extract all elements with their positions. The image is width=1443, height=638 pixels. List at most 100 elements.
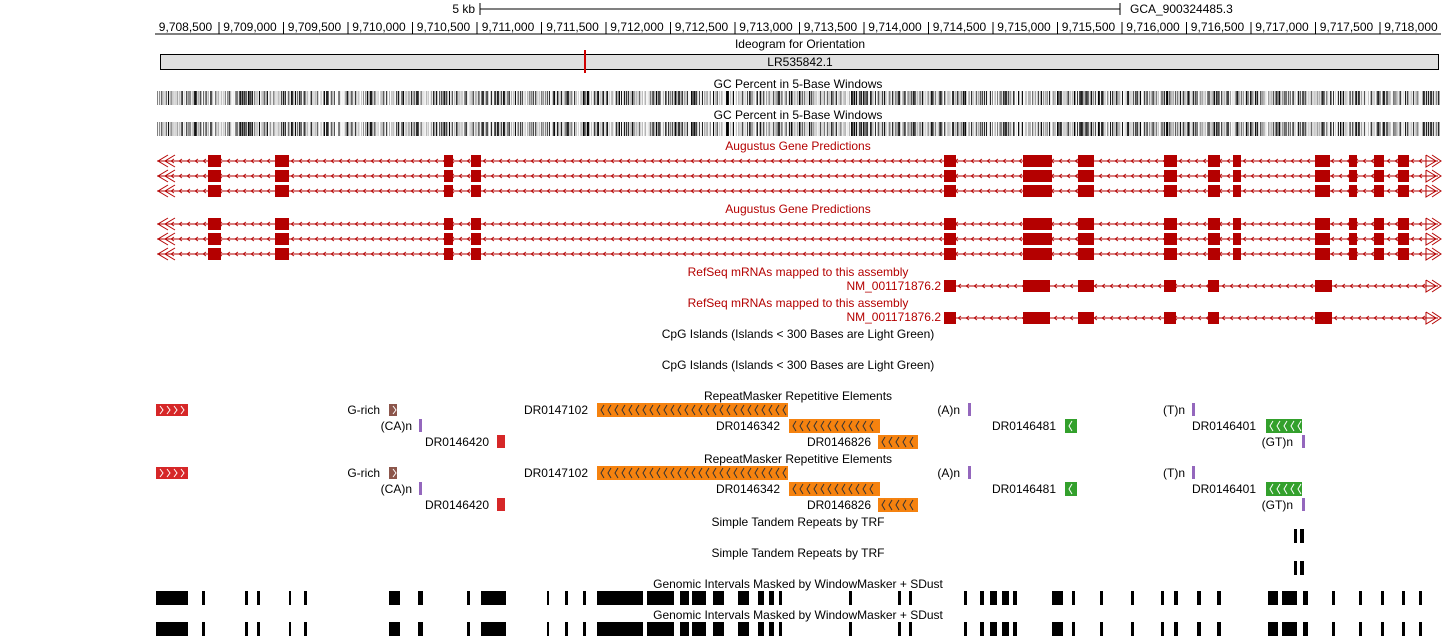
gc-bar bbox=[378, 91, 379, 105]
gc-bar bbox=[1183, 122, 1184, 136]
gc-bar bbox=[1330, 122, 1331, 136]
masked-interval bbox=[1174, 591, 1178, 605]
gc-bar bbox=[971, 122, 972, 136]
repeat-label[interactable]: DR0146401 bbox=[1191, 482, 1256, 496]
gc-bar bbox=[283, 91, 284, 105]
repeat-label[interactable]: DR0147102 bbox=[523, 403, 588, 417]
gc-bar bbox=[490, 122, 491, 136]
gc-bar bbox=[1396, 122, 1397, 136]
strand-arrow bbox=[194, 251, 199, 257]
repeat-label[interactable]: DR0146342 bbox=[715, 482, 780, 496]
strand-arrow bbox=[1194, 173, 1199, 179]
repeat-label[interactable]: DR0146826 bbox=[806, 435, 871, 449]
exon bbox=[471, 155, 481, 167]
gc-bar bbox=[829, 122, 830, 136]
gc-bar bbox=[608, 91, 609, 105]
gc-bar bbox=[530, 122, 531, 136]
repeat-element bbox=[497, 435, 505, 448]
gc-bar bbox=[207, 91, 208, 105]
gc-bar bbox=[1077, 122, 1078, 136]
gc-bar bbox=[662, 122, 663, 136]
repeat-label[interactable]: (A)n bbox=[937, 403, 960, 417]
gc-bar bbox=[273, 91, 274, 105]
gc-bar bbox=[1386, 91, 1387, 105]
repeat-label[interactable]: G-rich bbox=[347, 466, 380, 480]
gc-bar bbox=[993, 91, 994, 105]
gc-bar bbox=[232, 91, 233, 105]
gc-bar bbox=[1179, 122, 1180, 136]
gc-bar bbox=[483, 122, 484, 136]
gc-bar bbox=[909, 122, 910, 136]
repeat-label[interactable]: (T)n bbox=[1163, 403, 1185, 417]
gc-bar bbox=[1092, 122, 1093, 136]
gc-bar bbox=[1148, 91, 1149, 105]
strand-arrow bbox=[546, 236, 551, 242]
repeat-label[interactable]: DR0146481 bbox=[991, 482, 1056, 496]
gc-bar bbox=[1105, 122, 1106, 136]
refseq-transcript-label[interactable]: NM_001171876.2 bbox=[846, 310, 941, 324]
repeat-label[interactable]: DR0146826 bbox=[806, 498, 871, 512]
gc-bar bbox=[1422, 91, 1423, 105]
gc-bar bbox=[530, 91, 531, 105]
gc-bar bbox=[1386, 122, 1387, 136]
repeat-label[interactable]: (GT)n bbox=[1261, 498, 1293, 512]
repeat-label[interactable]: DR0146481 bbox=[991, 419, 1056, 433]
exon bbox=[444, 185, 453, 197]
repeat-label[interactable]: (CA)n bbox=[380, 482, 412, 496]
gc-bar bbox=[1161, 122, 1162, 136]
strand-arrow bbox=[858, 251, 863, 257]
gc-bar bbox=[1356, 91, 1357, 105]
strand-arrow bbox=[978, 236, 983, 242]
repeat-label[interactable]: (T)n bbox=[1163, 466, 1185, 480]
gc-bar bbox=[1054, 122, 1055, 136]
strand-arrow bbox=[1397, 315, 1402, 321]
truncation-arrow bbox=[1425, 169, 1437, 183]
gc-bar bbox=[268, 91, 269, 105]
gc-bar bbox=[370, 122, 371, 136]
repeat-label[interactable]: DR0146420 bbox=[424, 498, 489, 512]
gc-bar bbox=[820, 91, 821, 105]
strand-arrow bbox=[610, 173, 615, 179]
masked-interval bbox=[418, 591, 423, 605]
gc-bar bbox=[636, 91, 637, 105]
gc-bar bbox=[207, 122, 208, 136]
repeat-label[interactable]: DR0147102 bbox=[523, 466, 588, 480]
repeat-label[interactable]: DR0146342 bbox=[715, 419, 780, 433]
gc-bar bbox=[1176, 122, 1177, 136]
gc-bar bbox=[1103, 91, 1104, 105]
strand-arrow bbox=[930, 236, 935, 242]
strand-arrow bbox=[402, 158, 407, 164]
gc-bar bbox=[699, 122, 700, 136]
gc-bar bbox=[690, 91, 691, 105]
strand-arrow bbox=[986, 236, 991, 242]
gc-bar bbox=[1149, 122, 1150, 136]
strand-arrow bbox=[938, 158, 943, 164]
gc-bar bbox=[1060, 91, 1061, 105]
gc-bar bbox=[371, 91, 372, 105]
repeat-label[interactable]: (CA)n bbox=[380, 419, 412, 433]
strand-arrow bbox=[370, 188, 375, 194]
gc-bar bbox=[959, 91, 960, 105]
repeat-label[interactable]: DR0146420 bbox=[424, 435, 489, 449]
repeat-label[interactable]: (A)n bbox=[937, 466, 960, 480]
gc-bar bbox=[329, 122, 330, 136]
strand-arrow bbox=[722, 221, 727, 227]
gc-bar bbox=[381, 91, 382, 105]
gc-bar bbox=[1403, 122, 1404, 136]
strand-arrow bbox=[722, 158, 727, 164]
gc-bar bbox=[734, 122, 735, 136]
gc-bar bbox=[829, 91, 830, 105]
gc-bar bbox=[998, 122, 999, 136]
gc-bar bbox=[849, 122, 850, 136]
gc-bar bbox=[1157, 122, 1158, 136]
gc-bar bbox=[1279, 122, 1280, 136]
refseq-transcript-label[interactable]: NM_001171876.2 bbox=[846, 279, 941, 293]
repeat-label[interactable]: G-rich bbox=[347, 403, 380, 417]
gc-bar bbox=[836, 91, 837, 105]
strand-arrow bbox=[1418, 188, 1423, 194]
repeat-label[interactable]: DR0146401 bbox=[1191, 419, 1256, 433]
repeat-label[interactable]: (GT)n bbox=[1261, 435, 1293, 449]
gc-bar bbox=[1004, 122, 1005, 136]
